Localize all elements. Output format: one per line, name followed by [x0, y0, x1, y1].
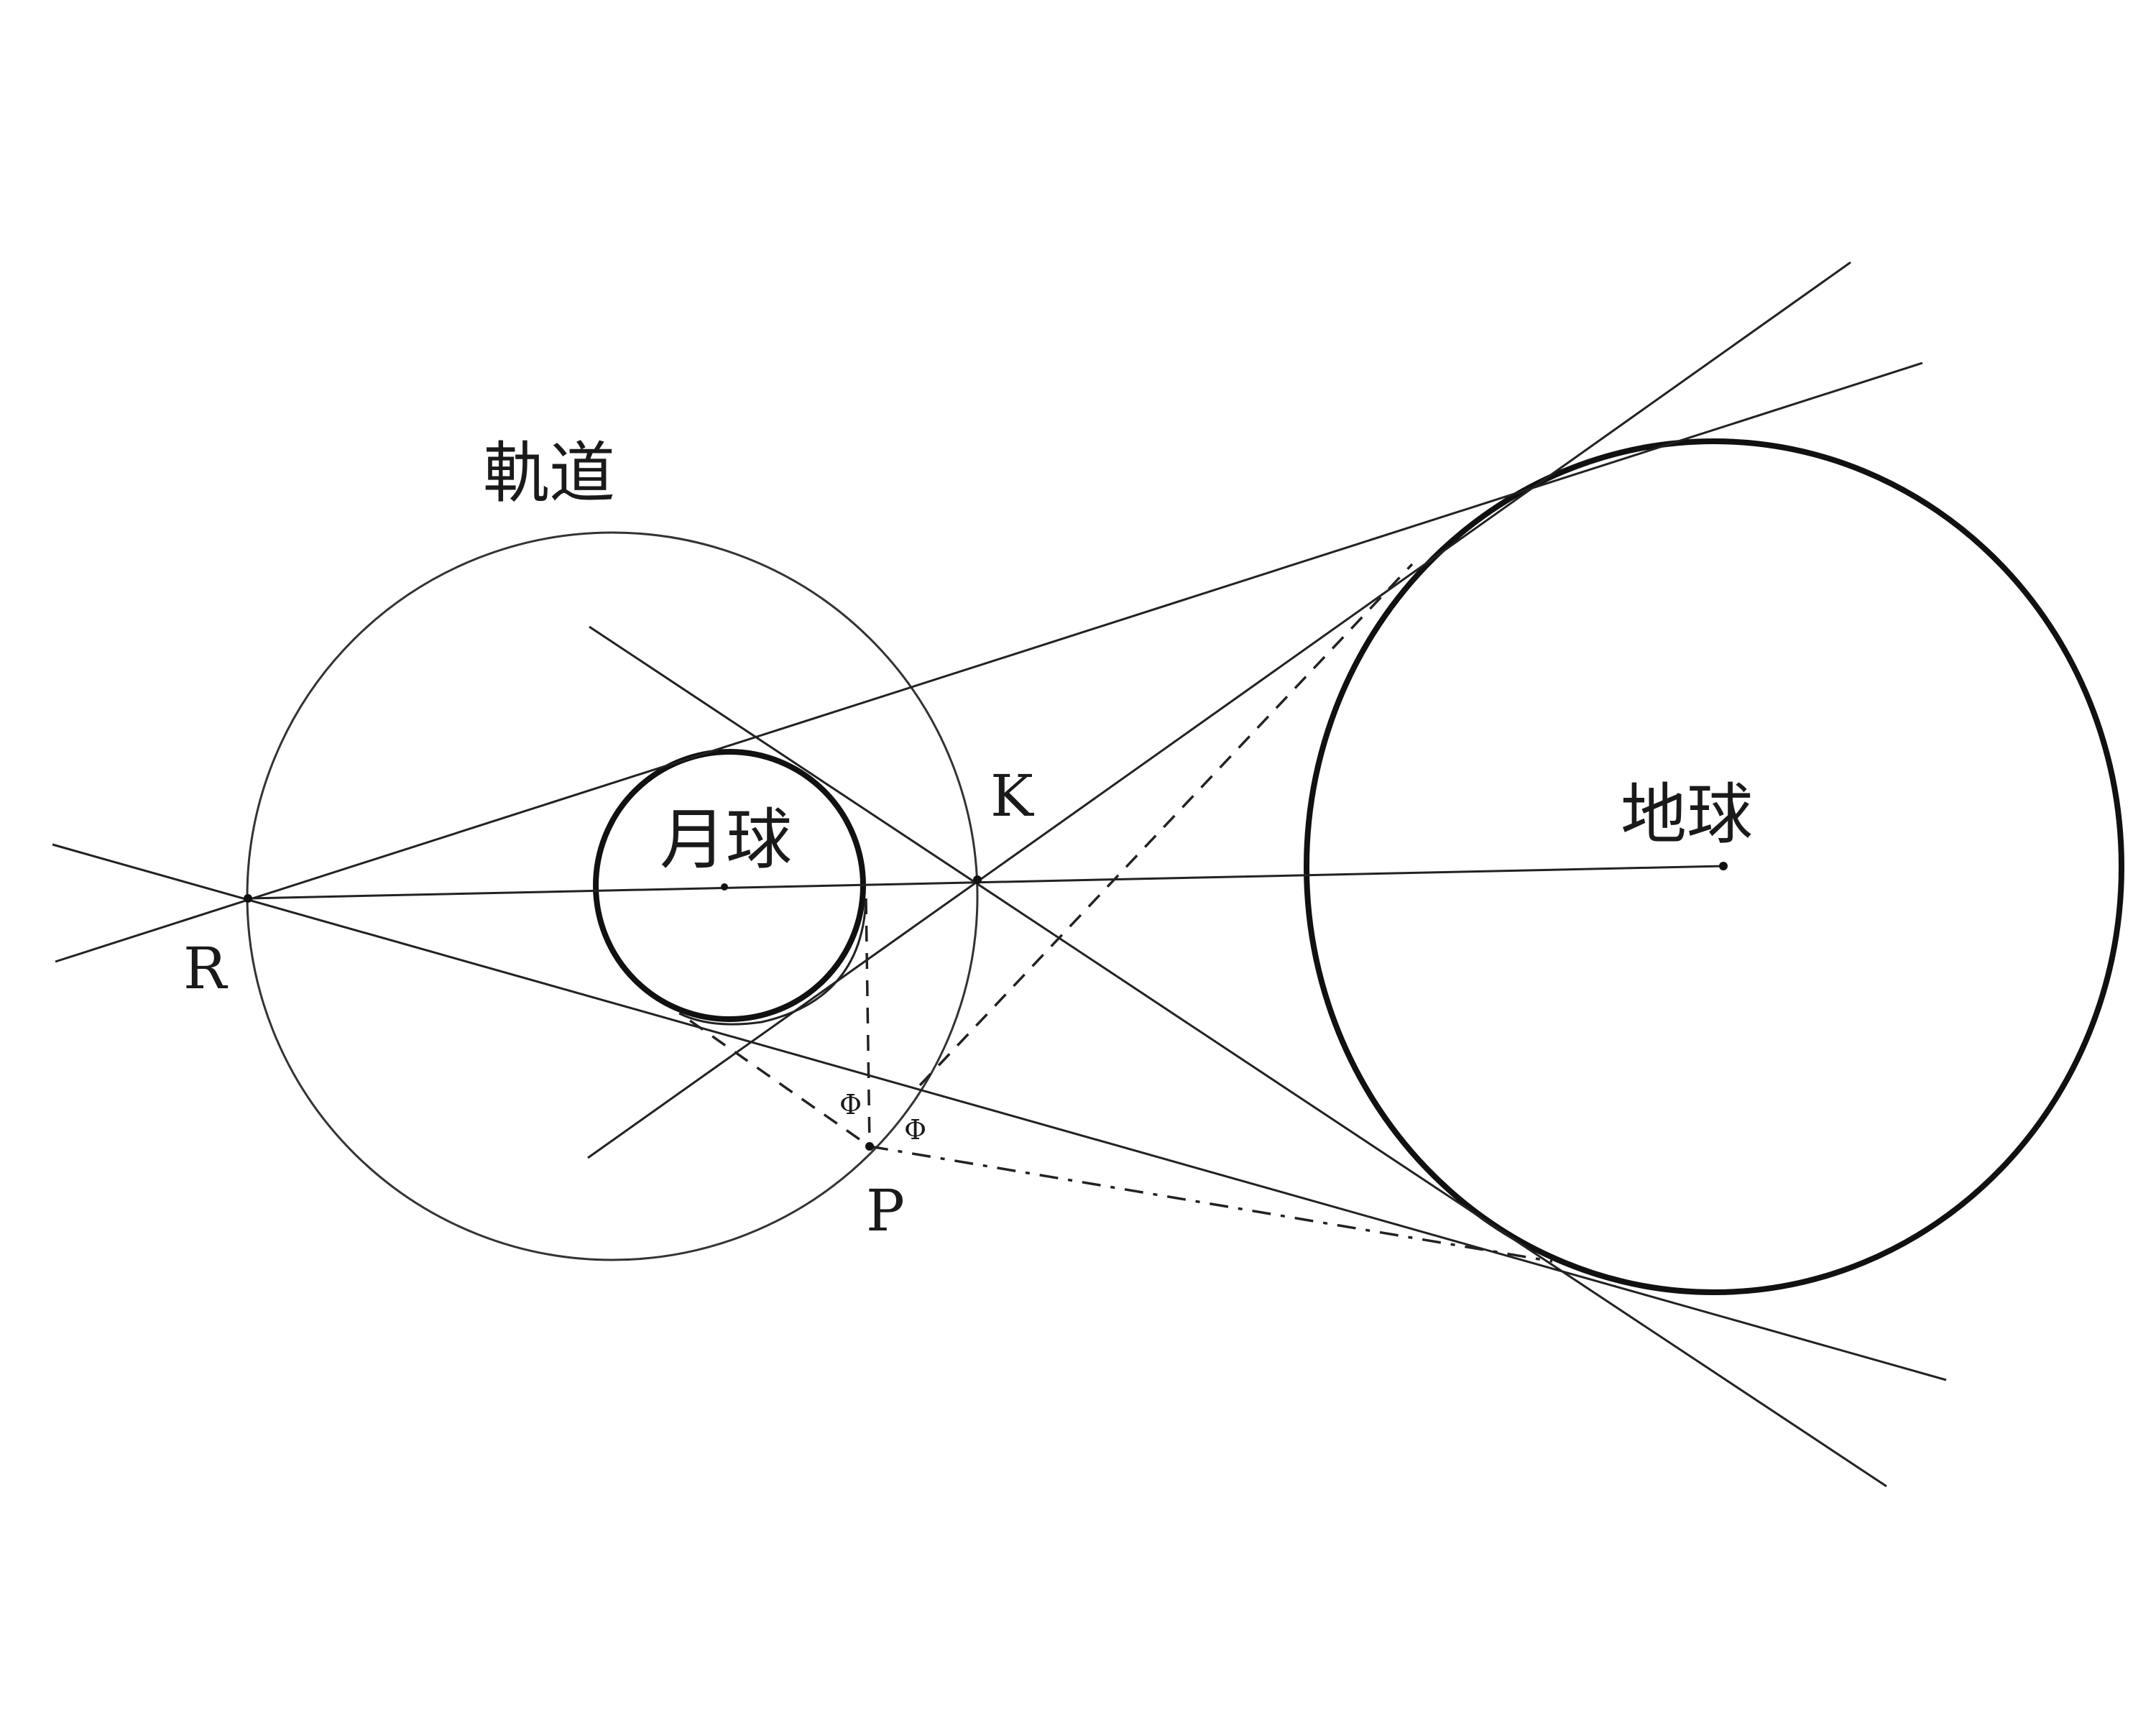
dashed-line-moon-to-p	[688, 1019, 871, 1148]
inner-tangent-descending	[589, 625, 1887, 1488]
dashed-vertical-line	[865, 898, 871, 1147]
point-p-marker	[865, 1142, 874, 1151]
dashdot-line-p-to-earth-bottom	[869, 1145, 1553, 1263]
earth-label: 地球	[1621, 776, 1753, 853]
orbit-label: 軌道	[483, 435, 615, 512]
point-p-label: P	[866, 1177, 905, 1244]
angle-phi-left-label: Φ	[839, 1089, 862, 1120]
moon-center-dot	[721, 883, 728, 890]
earth-circle	[1304, 438, 2124, 1295]
point-k-marker	[973, 875, 982, 884]
outer-tangent-upper	[55, 362, 1923, 963]
outer-tangent-lower	[52, 843, 1947, 1381]
center-axis-line	[247, 865, 1724, 900]
dashed-line-to-earth-top	[918, 563, 1414, 1087]
point-r-label: R	[183, 935, 229, 1002]
angle-phi-right-label: Φ	[904, 1114, 926, 1146]
moon-secondary-outline	[678, 898, 867, 1026]
moon-label: 月球	[660, 801, 792, 878]
earth-center-dot	[1719, 862, 1728, 870]
point-k-label: K	[990, 763, 1034, 829]
point-r-marker	[244, 894, 252, 903]
inner-tangent-ascending	[587, 261, 1851, 1159]
